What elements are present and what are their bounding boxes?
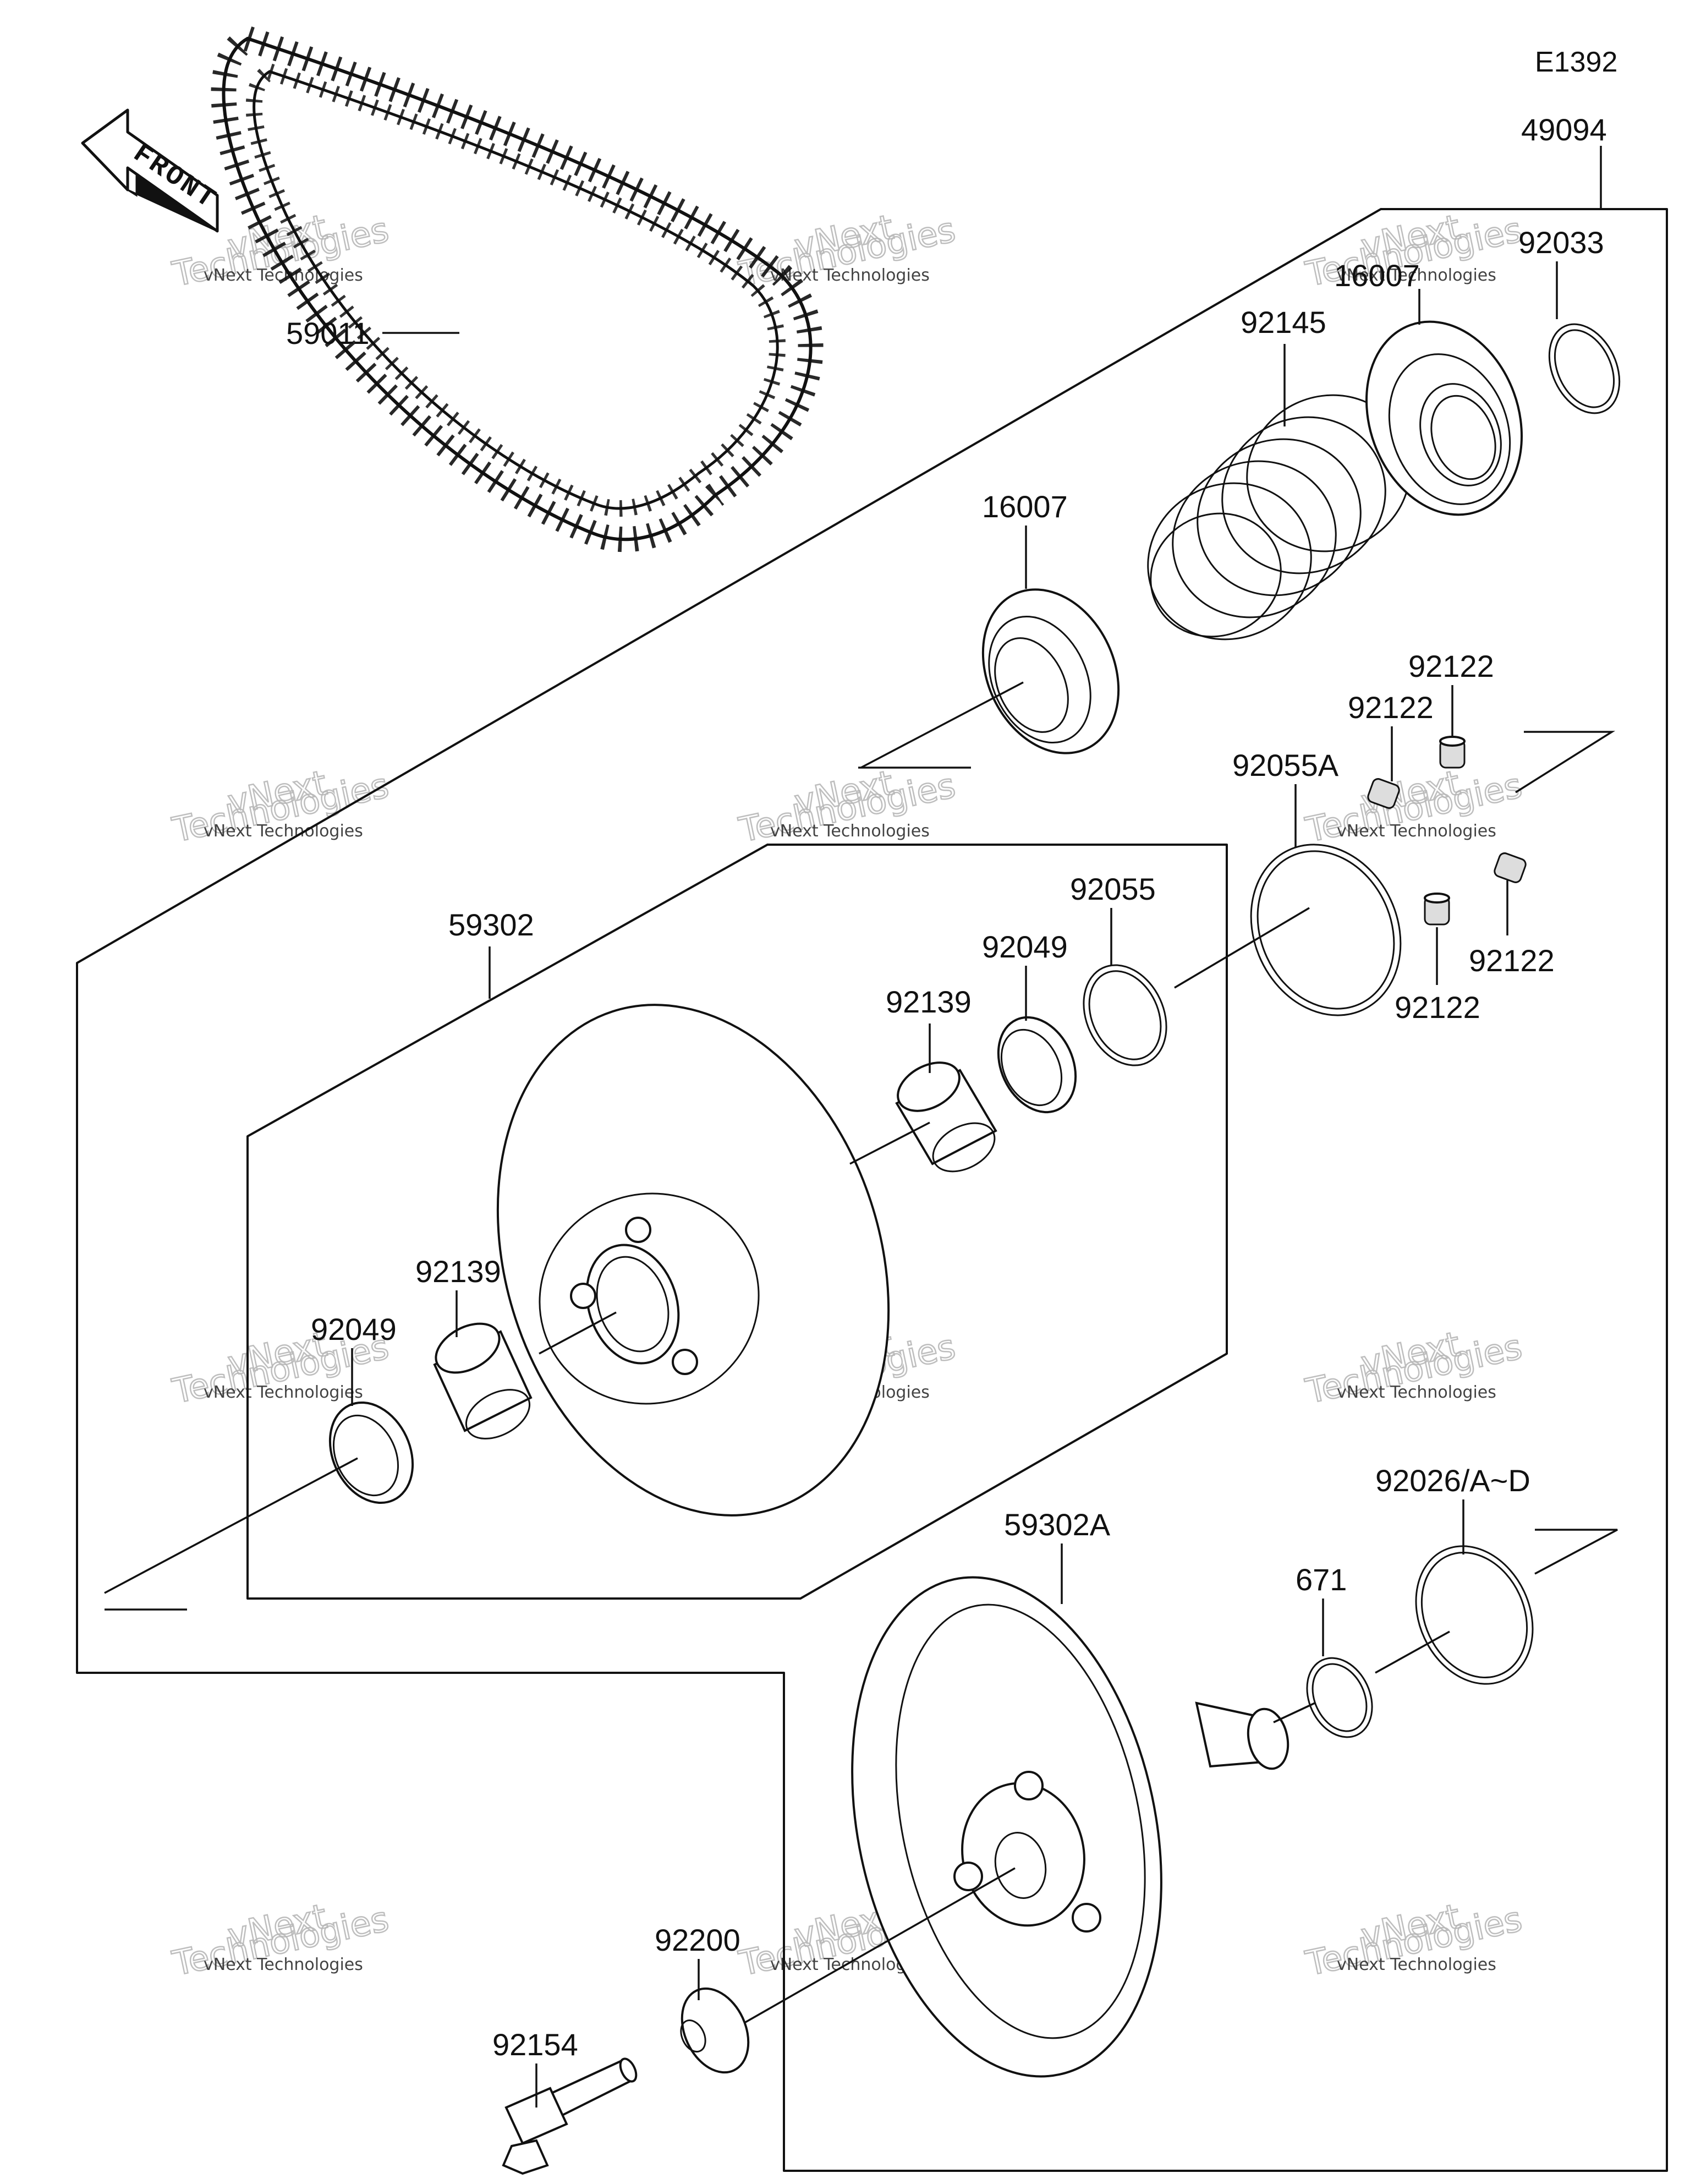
watermark: Technologies vNext vNext Technologies: [735, 206, 959, 295]
callout-59302: 59302: [448, 907, 534, 999]
diagram-code: E1392: [1535, 46, 1617, 78]
part-number-label: 92055A: [1232, 748, 1339, 782]
slider-pin: [1439, 736, 1466, 769]
washer: [680, 1987, 750, 2074]
oil-seal-upper: [997, 1016, 1077, 1114]
part-number-label: 92154: [492, 2027, 578, 2062]
svg-text:vNext Technologies: vNext Technologies: [204, 1383, 363, 1402]
callout-92026: 92026/A~D: [1375, 1463, 1530, 1554]
part-number-label: 92026/A~D: [1375, 1463, 1530, 1498]
part-number-label: 92033: [1518, 225, 1604, 260]
part-number-label: 59302A: [1004, 1507, 1111, 1542]
part-number-label: 92200: [655, 1923, 740, 1957]
watermarks: Technologies vNext vNext Technologies Te…: [168, 206, 1526, 1984]
callout-92049-lower: 92049: [311, 1312, 397, 1406]
slider-pin: [1424, 893, 1450, 926]
o-ring-large: [1250, 844, 1402, 1016]
svg-text:vNext Technologies: vNext Technologies: [1337, 822, 1496, 841]
movable-sheave: [496, 1004, 890, 1517]
svg-text:vNext Technologies: vNext Technologies: [770, 266, 930, 285]
svg-text:vNext Technologies: vNext Technologies: [204, 1955, 363, 1974]
part-number-label: 92145: [1241, 305, 1326, 340]
svg-text:vNext Technologies: vNext Technologies: [204, 822, 363, 841]
sheave-outline-box: [246, 844, 1228, 1600]
callout-92055A: 92055A: [1232, 748, 1339, 847]
front-arrow-icon: FRONT: [81, 108, 222, 233]
callout-92154: 92154: [492, 2027, 578, 2108]
svg-text:vNext Technologies: vNext Technologies: [1337, 266, 1496, 285]
callout-92033: 92033: [1518, 225, 1604, 319]
drive-belt: [211, 24, 824, 552]
part-number-label: 92139: [886, 984, 972, 1019]
callout-92122-right: 92122: [1469, 880, 1555, 978]
part-number-label: 92139: [415, 1254, 501, 1289]
bushing-upper: [895, 1061, 997, 1173]
watermark: Technologies vNext vNext Technologies: [168, 1895, 393, 1984]
part-number-label: 671: [1296, 1562, 1347, 1597]
svg-text:vNext Technologies: vNext Technologies: [770, 822, 930, 841]
callout-92055: 92055: [1070, 872, 1156, 966]
part-number-label: 16007: [982, 489, 1068, 524]
watermark: Technologies vNext vNext Technologies: [168, 762, 393, 851]
part-number-label: 92055: [1070, 872, 1156, 906]
slider-pin: [1494, 852, 1527, 883]
slider-pin: [1367, 778, 1400, 809]
callout-92145: 92145: [1241, 305, 1326, 426]
watermark: Technologies vNext vNext Technologies: [735, 762, 959, 851]
part-number-label: 92049: [311, 1312, 397, 1346]
callout-92139-lower: 92139: [415, 1254, 501, 1337]
o-ring-small: [1306, 1657, 1373, 1738]
callout-92122-top: 92122: [1408, 649, 1494, 737]
callout-16007-lower: 16007: [982, 489, 1068, 589]
callout-92122-bottom: 92122: [1395, 927, 1480, 1025]
flange-bolt: [502, 2057, 638, 2175]
part-number-label: 92122: [1469, 943, 1555, 978]
callout-49094: 49094: [1521, 112, 1607, 209]
o-ring: [1083, 964, 1167, 1066]
spring-seat-upper: [1365, 320, 1523, 516]
circlip: [1548, 323, 1621, 414]
part-number-label: 92122: [1395, 990, 1480, 1025]
assembly-outline-box: [76, 208, 1668, 2172]
callout-92122-left: 92122: [1348, 690, 1434, 781]
part-number-label: 59011: [286, 316, 370, 351]
fixed-sheave: [851, 1576, 1290, 2078]
part-number-label: 92122: [1408, 649, 1494, 683]
spring: [1147, 394, 1411, 641]
part-number-label: 92122: [1348, 690, 1434, 725]
callout-16007-upper: 16007: [1334, 258, 1420, 325]
callout-59011: 59011: [286, 316, 459, 351]
callout-671: 671: [1296, 1562, 1347, 1656]
shim: [1415, 1545, 1534, 1685]
callout-92049-upper: 92049: [982, 929, 1068, 1021]
part-number-label: 16007: [1334, 258, 1420, 293]
callout-92139-upper: 92139: [886, 984, 972, 1073]
spring-seat-lower: [981, 588, 1120, 754]
callout-92200: 92200: [655, 1923, 740, 2000]
part-number-label: 59302: [448, 907, 534, 942]
part-number-label: 49094: [1521, 112, 1607, 147]
svg-text:vNext Technologies: vNext Technologies: [204, 266, 363, 285]
watermark: Technologies vNext vNext Technologies: [1302, 1323, 1526, 1412]
svg-text:vNext Technologies: vNext Technologies: [1337, 1383, 1496, 1402]
bushing-lower: [433, 1322, 533, 1439]
assembly-axis-lines: [104, 681, 1618, 2023]
watermark: Technologies vNext vNext Technologies: [1302, 1895, 1526, 1984]
part-number-label: 92049: [982, 929, 1068, 964]
oil-seal-lower: [328, 1401, 414, 1504]
svg-text:vNext Technologies: vNext Technologies: [1337, 1955, 1496, 1974]
callout-59302A: 59302A: [1004, 1507, 1111, 1604]
